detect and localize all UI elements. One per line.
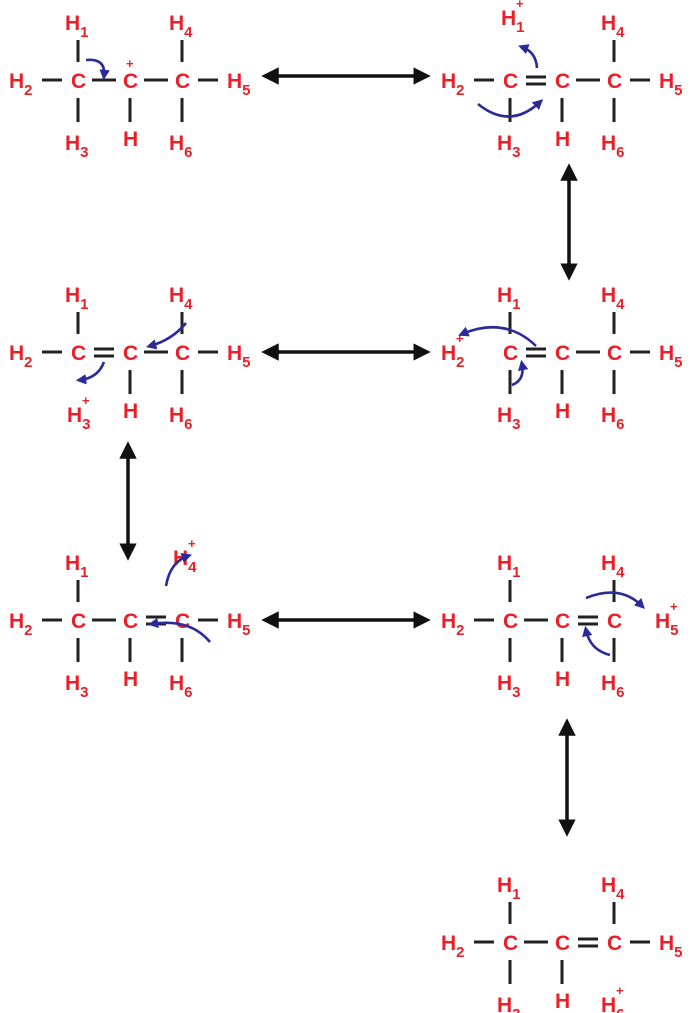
atom-h2: H2 [441,70,465,99]
atom-h1: H1 [497,552,521,581]
atom-hm: H [123,400,138,423]
atom-c2: C [555,70,570,93]
atom-h4: H4 [601,874,625,903]
atom-c3: C [607,932,622,955]
atom-h1: H1 [497,874,521,903]
atom-h5: H5 [227,610,251,639]
atom-h6: H6 [169,404,193,433]
charge-plus: + [670,599,678,614]
atom-c3: C [607,342,622,365]
atom-c3: C [175,610,190,633]
atom-h2: H2 [9,610,33,639]
atom-h2: H2 [441,342,465,371]
atom-h2: H2 [441,610,465,639]
double-bond [526,75,546,86]
atom-h6: H6 [169,132,193,161]
atom-h2: H2 [9,70,33,99]
atom-c1: C [71,342,86,365]
atom-c2: C [555,610,570,633]
atom-h3: H3 [65,132,89,161]
electron-arrow [511,359,529,387]
atom-h5: H5 [227,70,251,99]
electron-arrow [518,44,539,69]
electron-arrow [75,361,106,385]
electron-arrow [85,58,110,81]
atom-h2: H2 [9,342,33,371]
atom-h2: H2 [441,932,465,961]
charge-plus: + [126,56,134,71]
atom-hm: H [555,668,570,691]
atom-h3: H3 [497,672,521,701]
charge-plus: + [456,331,464,346]
atom-h6: H6 [601,132,625,161]
atom-h5: H5 [659,342,683,371]
charge-plus: + [82,393,90,408]
atom-c2: C [555,342,570,365]
electron-arrow [458,325,537,347]
atom-h3: H3 [65,672,89,701]
electron-arrow [164,553,192,587]
atom-c2: C [123,70,138,93]
atom-c3: C [175,342,190,365]
atom-h3: H3 [497,994,521,1013]
atom-h1: H1 [501,7,525,36]
atom-h3: H3 [67,404,91,433]
atom-h5: H5 [227,342,251,371]
atom-h1: H1 [65,552,89,581]
charge-plus: + [616,983,624,998]
atom-h4: H4 [601,284,625,313]
atom-c1: C [503,610,518,633]
atom-hm: H [555,128,570,151]
electron-arrow [147,617,211,643]
atom-h5: H5 [655,610,679,639]
atom-h1: H1 [65,284,89,313]
atom-h1: H1 [65,12,89,41]
atom-c2: C [555,932,570,955]
atom-h3: H3 [497,404,521,433]
atom-hm: H [123,668,138,691]
atom-c1: C [71,70,86,93]
atom-hm: H [123,128,138,151]
atom-h4: H4 [601,12,625,41]
atom-h5: H5 [659,932,683,961]
atom-h6: H6 [601,994,625,1013]
charge-plus: + [188,536,196,551]
atom-h5: H5 [659,70,683,99]
atom-c2: C [123,342,138,365]
atom-c1: C [503,70,518,93]
atom-hm: H [555,400,570,423]
electron-arrow [145,322,188,350]
electron-arrow [585,591,645,609]
atom-hm: H [555,990,570,1013]
double-bond [578,615,598,626]
atom-c3: C [175,70,190,93]
double-bond [94,347,114,358]
double-bond [578,937,598,948]
double-bond [526,347,546,358]
atom-h3: H3 [497,132,521,161]
atom-h1: H1 [497,284,521,313]
electron-arrow [582,625,611,657]
atom-h6: H6 [601,672,625,701]
atom-c1: C [503,932,518,955]
atom-h4: H4 [169,284,193,313]
atom-c3: C [607,70,622,93]
atom-h4: H4 [169,12,193,41]
atom-h4: H4 [601,552,625,581]
atom-c2: C [123,610,138,633]
atom-h6: H6 [169,672,193,701]
charge-plus: + [516,0,524,11]
atom-c3: C [607,610,622,633]
atom-h6: H6 [601,404,625,433]
electron-arrow [477,99,544,118]
atom-c1: C [71,610,86,633]
atom-c1: C [503,342,518,365]
